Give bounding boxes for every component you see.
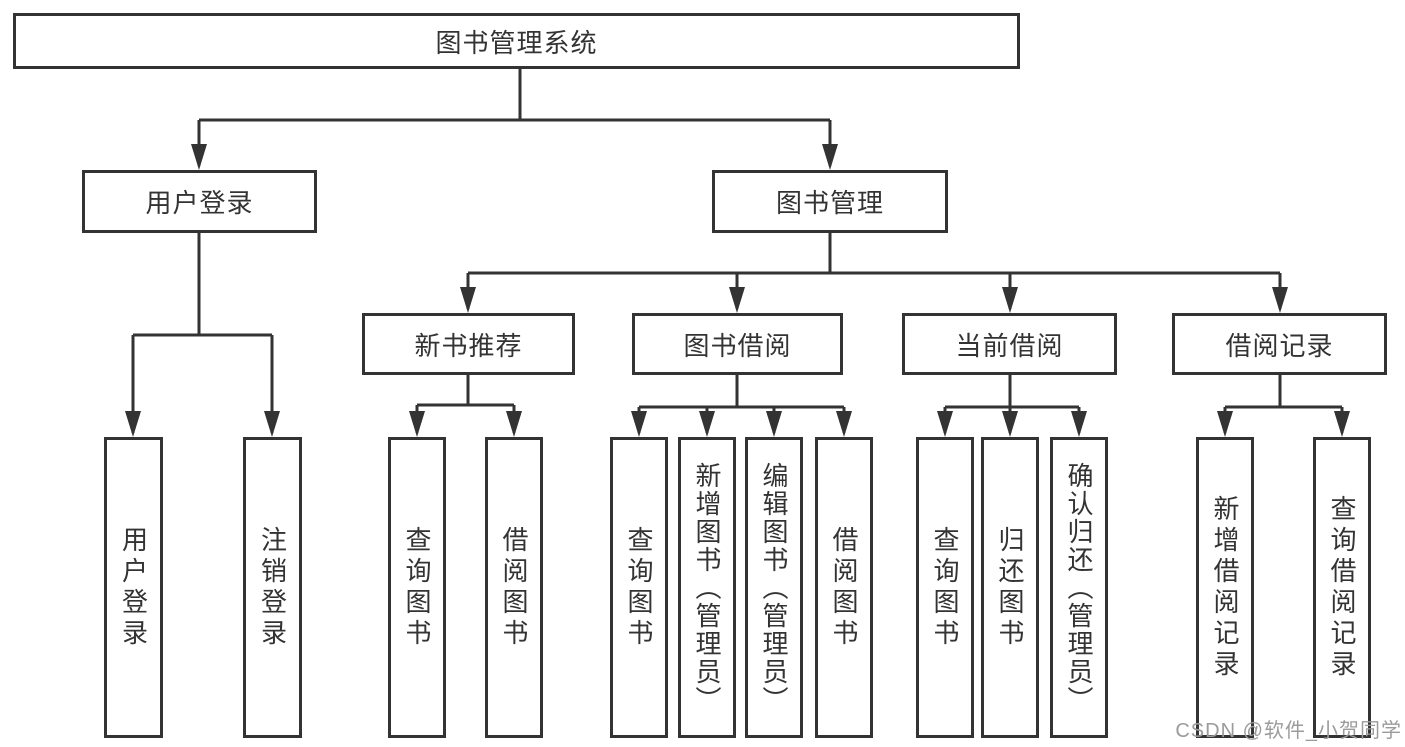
node-book-management: 图书管理: [712, 170, 948, 233]
leaf-cb-confirm-return-admin-label: 确认归还（管理员）: [1064, 461, 1094, 714]
leaf-br-query-borrow-record: 查询借阅记录: [1313, 437, 1371, 738]
leaf-br-add-borrow-record-label: 新增借阅记录: [1210, 494, 1240, 681]
leaf-logout-login-label: 注销登录: [257, 525, 288, 650]
leaf-bb-query-books: 查询图书: [610, 437, 668, 738]
leaf-bb-add-books-admin: 新增图书（管理员）: [678, 437, 736, 738]
leaf-user-login: 用户登录: [104, 437, 163, 738]
watermark-text: CSDN @软件_小贺同学: [1175, 720, 1402, 742]
arrowheads: [125, 144, 1350, 437]
tree-edges: [131, 69, 1344, 433]
node-borrow-records: 借阅记录: [1172, 313, 1387, 375]
leaf-cb-return-books: 归还图书: [981, 437, 1039, 738]
leaf-nb-query-books-label: 查询图书: [402, 525, 432, 650]
leaf-logout-login: 注销登录: [243, 437, 302, 738]
leaf-bb-borrow-books-label: 借阅图书: [829, 525, 859, 650]
leaf-bb-query-books-label: 查询图书: [624, 525, 654, 650]
leaf-bb-borrow-books: 借阅图书: [815, 437, 873, 738]
node-user-login: 用户登录: [82, 170, 317, 233]
leaf-nb-borrow-books: 借阅图书: [485, 437, 543, 738]
leaf-cb-query-books: 查询图书: [916, 437, 974, 738]
leaf-nb-borrow-books-label: 借阅图书: [499, 525, 529, 650]
leaf-cb-return-books-label: 归还图书: [995, 525, 1025, 650]
node-book-borrow: 图书借阅: [632, 313, 843, 375]
leaf-cb-query-books-label: 查询图书: [930, 525, 960, 650]
leaf-bb-edit-books-admin: 编辑图书（管理员）: [745, 437, 803, 738]
leaf-user-login-label: 用户登录: [118, 525, 149, 650]
node-current-borrow: 当前借阅: [902, 313, 1117, 375]
node-root: 图书管理系统: [13, 13, 1020, 69]
leaf-br-add-borrow-record: 新增借阅记录: [1196, 437, 1254, 738]
leaf-bb-add-books-admin-label: 新增图书（管理员）: [692, 461, 722, 714]
leaf-br-query-borrow-record-label: 查询借阅记录: [1327, 494, 1357, 681]
leaf-bb-edit-books-admin-label: 编辑图书（管理员）: [759, 461, 789, 714]
leaf-cb-confirm-return-admin: 确认归还（管理员）: [1050, 437, 1108, 738]
leaf-nb-query-books: 查询图书: [388, 437, 446, 738]
node-new-book-recommend: 新书推荐: [362, 313, 575, 375]
